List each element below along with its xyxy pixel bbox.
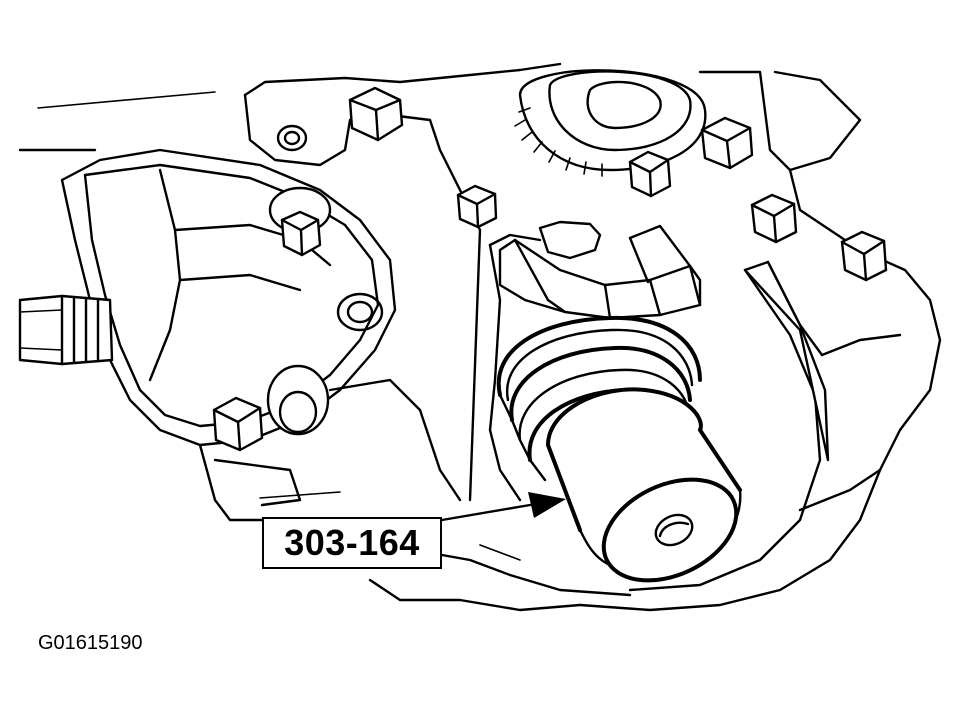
figure-id-label: G01615190	[38, 632, 143, 654]
tool-callout-label: 303-164	[284, 522, 420, 563]
bolt-housing-lower	[212, 396, 264, 452]
bolt-upper-center	[628, 150, 672, 198]
bolt-housing-upper	[268, 186, 332, 257]
bolt-group	[212, 86, 888, 452]
bolt-top-right	[700, 116, 754, 170]
boss-lower	[266, 364, 330, 436]
arrow-right-icon	[528, 492, 566, 518]
seal-bore-surround	[488, 220, 830, 592]
background-contour-lines	[18, 91, 216, 152]
tool-fork	[498, 224, 702, 320]
bolt-top-center	[348, 86, 404, 142]
bolt-center-left	[456, 184, 498, 229]
lower-housing	[198, 378, 462, 522]
seal-installer-tool	[496, 315, 742, 583]
callout-pointer	[440, 492, 566, 522]
lower-surround-lines	[440, 544, 632, 597]
bolt-right-2	[840, 230, 888, 282]
tool-callout-box: 303-164	[262, 517, 442, 569]
timing-sprocket	[514, 69, 707, 177]
hose-nipple	[18, 294, 114, 366]
bolt-right-1	[750, 193, 798, 244]
